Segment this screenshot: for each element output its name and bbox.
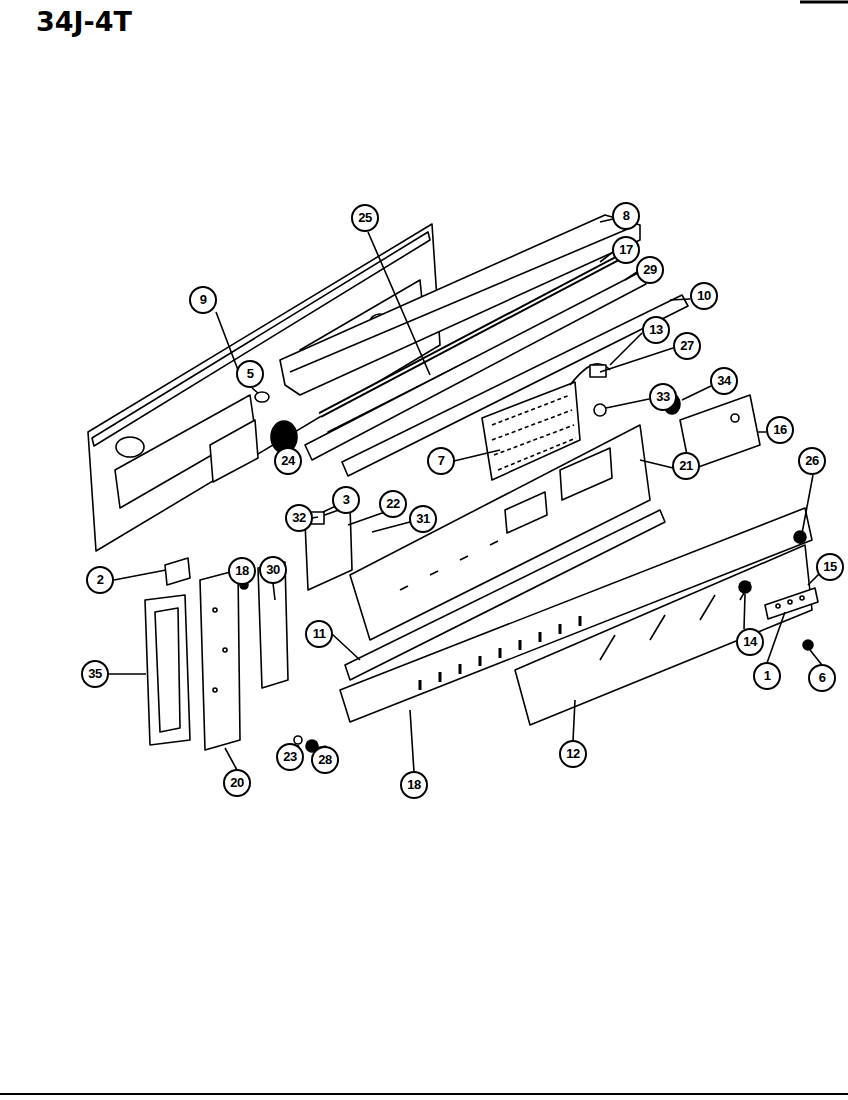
callout-number: 15 [816,553,844,581]
callout-number: 14 [736,628,764,656]
callout-number: 5 [236,360,264,388]
callout-number: 25 [351,204,379,232]
callout-number: 35 [81,660,109,688]
callout-number: 10 [690,282,718,310]
callout-number: 16 [766,416,794,444]
callout-number: 18 [400,771,428,799]
callout-number: 31 [409,505,437,533]
callout-number: 28 [311,746,339,774]
callout-number: 2 [86,566,114,594]
callout-number: 24 [274,447,302,475]
callout-number: 26 [798,447,826,475]
callout-number: 1 [753,662,781,690]
callout-number: 34 [710,367,738,395]
callout-number: 27 [673,332,701,360]
callout-number: 33 [649,383,677,411]
callout-number: 20 [223,769,251,797]
diagram-title: 34J-4T [36,6,132,37]
callout-number: 32 [285,504,313,532]
callout-number: 8 [612,202,640,230]
callout-number: 29 [636,256,664,284]
callout-number: 11 [305,620,333,648]
callout-number: 17 [612,236,640,264]
callout-number: 6 [808,664,836,692]
callout-number: 7 [427,447,455,475]
callout-number: 21 [672,452,700,480]
callout-number: 12 [559,740,587,768]
callout-number: 18 [228,557,256,585]
callout-number: 30 [259,556,287,584]
callout-number: 3 [332,486,360,514]
callout-number: 9 [189,286,217,314]
callout-number: 22 [379,490,407,518]
callout-number: 23 [276,743,304,771]
callout-number: 13 [642,316,670,344]
